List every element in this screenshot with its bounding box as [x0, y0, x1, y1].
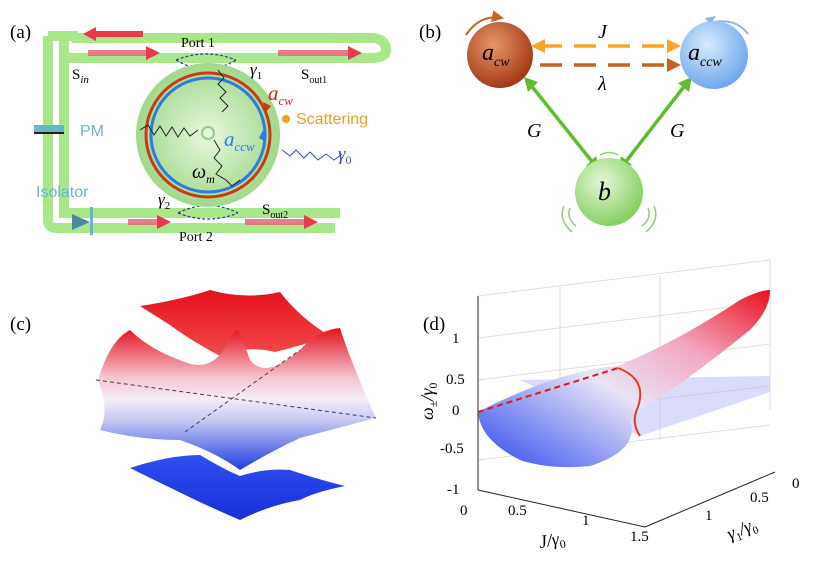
upper-eigensurface	[140, 290, 330, 356]
coupling-G-right-arrow	[622, 82, 688, 166]
port1-label: Port 1	[181, 36, 215, 51]
panel-d: (d) 1 0.5 0 -0.5 -1 0	[417, 259, 800, 555]
y-tick-0.5: 0.5	[750, 490, 769, 506]
gamma2-label: γ2	[158, 190, 170, 212]
node-a-cw-label: acw	[482, 40, 510, 70]
gamma1-label: γ1	[250, 60, 262, 82]
panel-a-label: (a)	[10, 22, 31, 43]
node-a-ccw-label: accw	[688, 40, 722, 70]
gamma0-label: γ0	[338, 144, 352, 167]
lambda-label: λ	[597, 73, 607, 95]
eigenvalue-surface	[478, 290, 770, 468]
s-out2-label: Sout2	[262, 202, 288, 221]
axes-box	[477, 296, 776, 528]
waveguide-top	[59, 33, 392, 218]
panel-a: (a) Port 1 Port 2 Sin Sout1	[10, 22, 392, 245]
J-label: J	[598, 21, 608, 43]
node-b	[575, 158, 643, 226]
y-axis-label: γ1/γ0	[724, 514, 761, 547]
z-tick-0: 0	[452, 403, 460, 419]
y-tick-1: 1	[705, 508, 713, 524]
s-out1-label: Sout1	[301, 67, 327, 86]
z-tick-1: 1	[452, 331, 460, 347]
x-tick-0: 0	[460, 503, 468, 519]
z-tick-0.5: 0.5	[446, 372, 465, 388]
port2-label: Port 2	[179, 230, 213, 245]
scattering-label: Scattering	[296, 111, 368, 128]
s-in-label: Sin	[72, 67, 89, 86]
panel-b: (b) J λ G G acw accw b	[419, 10, 749, 233]
x-tick-0.5: 0.5	[508, 503, 527, 519]
y-tick-0: 0	[792, 476, 800, 492]
phase-modulator-icon	[34, 125, 64, 132]
pulse-s-out2	[245, 215, 318, 229]
cw-ring	[144, 71, 272, 199]
pulse-s-in-lower	[128, 215, 171, 229]
node-a-cw	[467, 22, 533, 88]
panel-c-label: (c)	[10, 314, 31, 335]
pm-label: PM	[80, 123, 104, 140]
ccw-ring	[149, 76, 267, 194]
pulse-top-left	[83, 27, 143, 41]
node-b-label: b	[598, 177, 611, 206]
G-right-label: G	[670, 120, 685, 142]
waveguide-outer	[43, 36, 335, 233]
isolator-icon	[72, 214, 90, 230]
a-cw-label: acw	[268, 81, 293, 108]
z-tick-neg0.5: -0.5	[440, 441, 464, 457]
a-ccw-label: accw	[224, 127, 255, 154]
coupling-G-left-arrow	[528, 82, 596, 166]
G-left-label: G	[527, 120, 542, 142]
x-axis-label: J/γ0	[537, 528, 567, 555]
node-a-ccw	[680, 21, 748, 89]
x-tick-1: 1	[582, 513, 590, 529]
z-tick-neg1: -1	[447, 482, 460, 498]
z-axis-label: ω±/γ0	[417, 383, 440, 420]
scattering-icon	[282, 115, 290, 123]
omega-m-label: ωm	[192, 161, 215, 186]
pulse-s-out1	[278, 46, 362, 60]
panel-c: (c)	[10, 290, 377, 520]
pulse-s-in	[88, 46, 160, 60]
panel-d-label: (d)	[423, 314, 445, 335]
lower-eigensurface	[130, 455, 345, 520]
panel-b-label: (b)	[419, 22, 441, 43]
x-tick-1.5: 1.5	[630, 529, 649, 545]
isolator-label: Isolator	[36, 184, 89, 201]
resonator-disk	[136, 63, 280, 207]
